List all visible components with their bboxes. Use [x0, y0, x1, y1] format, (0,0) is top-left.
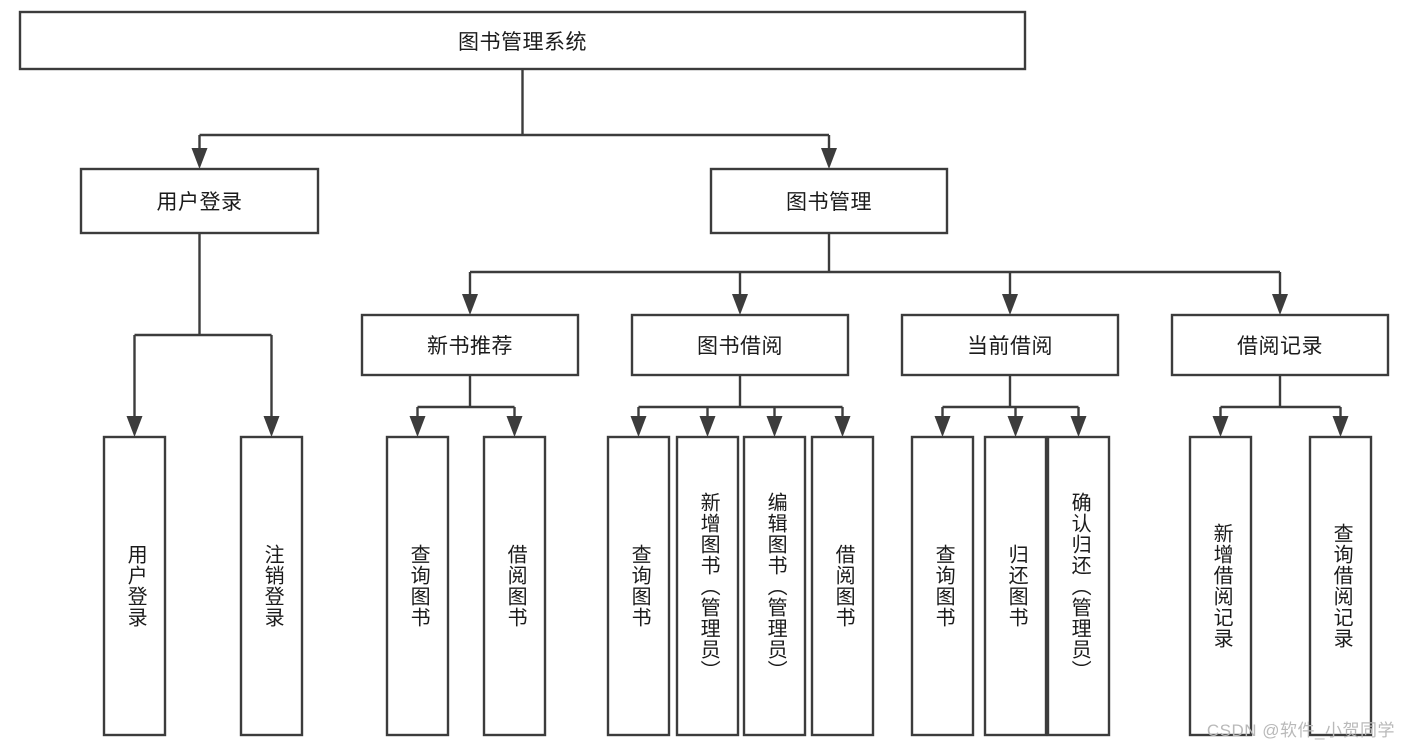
connector-user-login-to-leaves	[126, 233, 280, 437]
connector-book-borrow-to-leaves	[630, 375, 851, 437]
node-leaf-query-book-1-box[interactable]	[385, 435, 450, 737]
connector-new-book-recommend-to-leaves	[409, 375, 523, 437]
node-user-login-box[interactable]	[79, 167, 320, 235]
node-new-book-recommend-box[interactable]	[360, 313, 580, 377]
node-leaf-return-book-box[interactable]	[983, 435, 1048, 737]
node-borrow-record-box[interactable]	[1170, 313, 1390, 377]
node-current-borrow-box[interactable]	[900, 313, 1120, 377]
node-leaf-borrow-book-1-box[interactable]	[482, 435, 547, 737]
node-root-box[interactable]	[18, 10, 1027, 71]
node-leaf-query-book-3-box[interactable]	[910, 435, 975, 737]
node-leaf-user-logout-box[interactable]	[239, 435, 304, 737]
connector-book-management-to-level3	[462, 233, 1288, 315]
node-leaf-query-record-box[interactable]	[1308, 435, 1373, 737]
node-book-borrow-box[interactable]	[630, 313, 850, 377]
node-leaf-edit-book-box[interactable]	[742, 435, 807, 737]
node-book-management-box[interactable]	[709, 167, 949, 235]
connector-root-to-level2	[191, 69, 837, 169]
node-leaf-query-book-2-box[interactable]	[606, 435, 671, 737]
node-leaf-borrow-book-2-box[interactable]	[810, 435, 875, 737]
connector-current-borrow-to-leaves	[934, 375, 1087, 437]
connector-borrow-record-to-leaves	[1212, 375, 1349, 437]
node-leaf-add-book-box[interactable]	[675, 435, 740, 737]
node-leaf-user-login-box[interactable]	[102, 435, 167, 737]
node-leaf-add-record-box[interactable]	[1188, 435, 1253, 737]
node-leaf-confirm-return-box[interactable]	[1046, 435, 1111, 737]
